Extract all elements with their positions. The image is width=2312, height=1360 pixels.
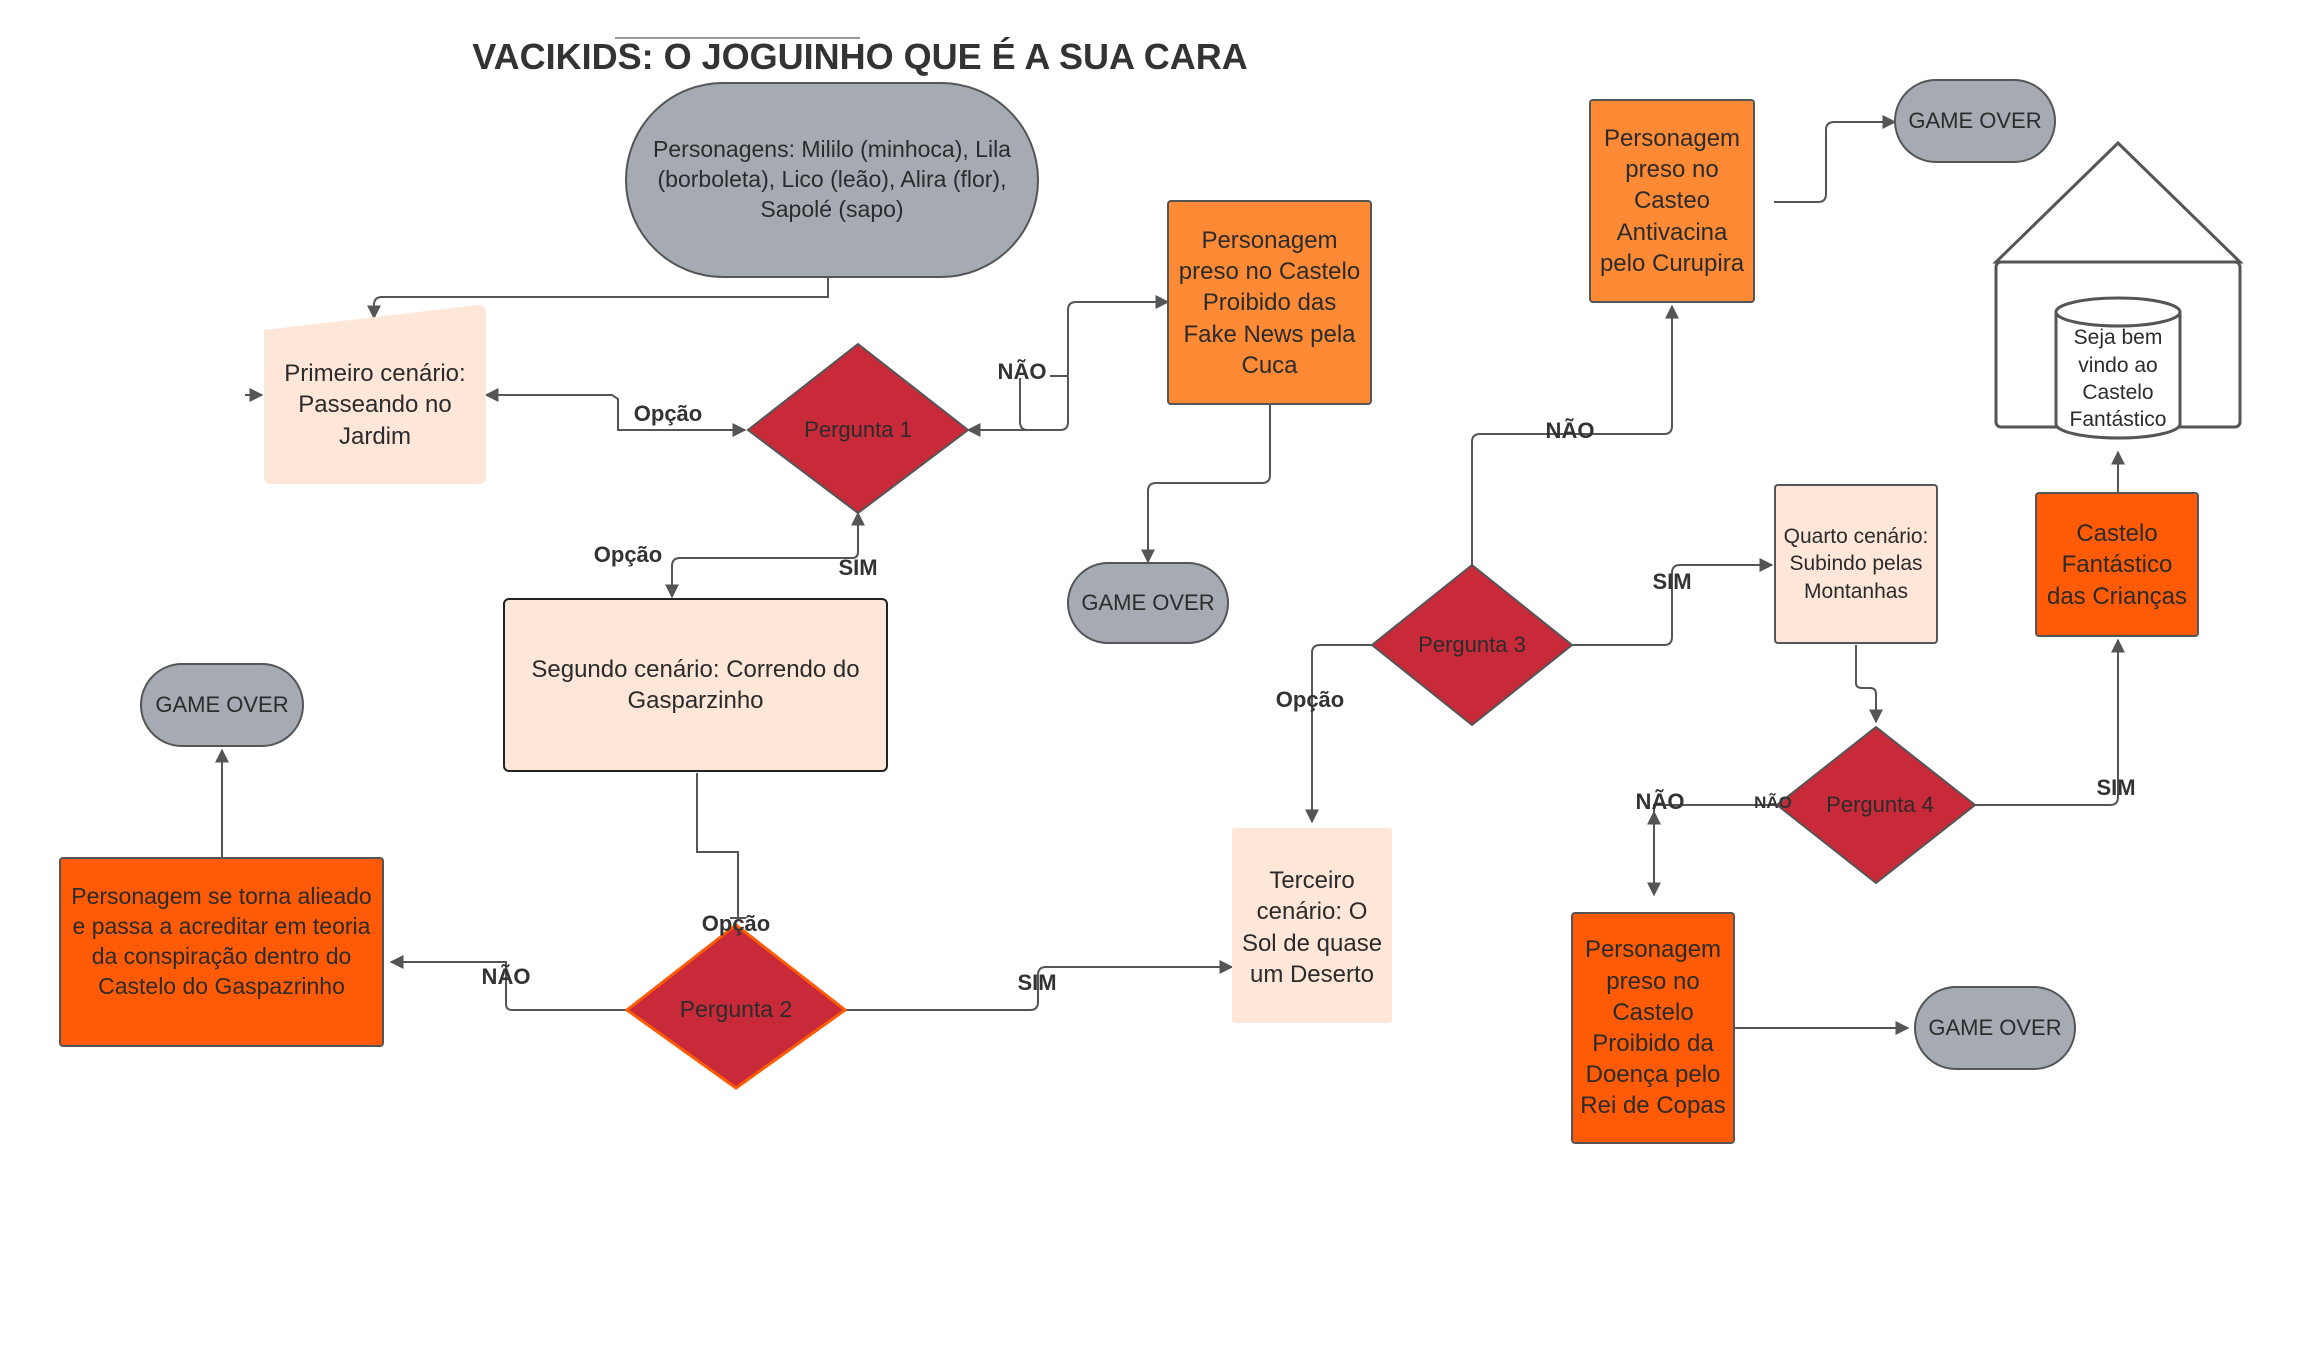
edge-pergunta1-cenario2	[665, 511, 865, 599]
antivacina-shape	[1589, 99, 1755, 303]
label-opcao-p1-down: Opção	[593, 542, 663, 567]
label-nao-p2: NÃO	[481, 964, 531, 989]
label-nao-p3: NÃO	[1545, 418, 1595, 443]
cenario3-text: Terceiro cenário: O Sol de quase um Dese…	[1241, 867, 1383, 988]
label-nao-p4: NÃO	[1635, 789, 1685, 814]
label-sim-p2: SIM	[1017, 970, 1057, 995]
edge-pergunta3-antivacina	[1471, 304, 1679, 565]
cenario2-text: Segundo cenário: Correndo do Gasparzinho	[531, 655, 860, 714]
pergunta2-text: Pergunta 2	[679, 996, 793, 1023]
personagens-shape	[625, 82, 1039, 278]
alienado-text: Personagem se torna alieado e passa a ac…	[71, 883, 372, 999]
pergunta3-text: Pergunta 3	[1418, 631, 1526, 657]
antivacina-text: Personagem preso no Casteo Antivacina pe…	[1599, 125, 1745, 277]
edge-cenario2-pergunta2	[696, 773, 739, 918]
castelo-text: Castelo Fantástico das Crianças	[2046, 520, 2188, 610]
pergunta4-text: Pergunta 4	[1826, 791, 1934, 817]
page-title: VACIKIDS: O JOGUINHO QUE É A SUA CARA	[472, 36, 1248, 77]
title-underline	[615, 37, 860, 39]
gameover2-text: GAME OVER	[155, 691, 289, 717]
doenca-text: Personagem preso no Castelo Proibido da …	[1580, 936, 1726, 1120]
cylinder-icon	[2054, 296, 2182, 440]
edge-personagens-cenario1	[367, 277, 829, 320]
edge-cenario1-pergunta1	[484, 388, 747, 437]
edge-pergunta2-alienado	[389, 955, 630, 1011]
cenario4-shape	[1774, 484, 1938, 644]
edge-pergunta2-cenario3	[845, 960, 1234, 1011]
personagens-text: Personagens: Mililo (minhoca), Lila (bor…	[653, 136, 1011, 222]
label-nao-p4-small: NÃO	[1754, 793, 1792, 812]
edge-pergunta4-castelo	[1975, 638, 2125, 806]
edge-pergunta1-fakenews	[966, 295, 1170, 437]
fakenews-shape	[1167, 200, 1372, 405]
cenario4-text: Quarto cenário: Subindo pelas Montanhas	[1783, 525, 1929, 603]
label-nao-p1: NÃO	[997, 359, 1047, 384]
cenario1-shape	[264, 305, 486, 484]
gameover1-text: GAME OVER	[1081, 589, 1215, 615]
gameover1-shape	[1067, 562, 1229, 644]
cenario1-text: Primeiro cenário: Passeando no Jardim	[284, 360, 466, 450]
gameover4-text: GAME OVER	[1928, 1014, 2062, 1040]
pergunta4-shape	[1775, 725, 1977, 885]
pergunta2-shape	[624, 923, 848, 1090]
edge-pergunta3-cenario4	[1572, 558, 1774, 646]
doenca-shape	[1571, 912, 1735, 1144]
fakenews-text: Personagem preso no Castelo Proibido das…	[1178, 227, 1361, 379]
label-opcao-p3: Opção	[1275, 687, 1345, 712]
edge-pergunta1-nao-stub2	[1019, 378, 1029, 431]
label-sim-p3: SIM	[1652, 569, 1692, 594]
pergunta1-text: Pergunta 1	[804, 416, 912, 442]
cenario2-shape	[503, 598, 888, 772]
label-opcao-p2: Opção	[701, 911, 771, 936]
pergunta3-shape	[1370, 563, 1574, 727]
gameover3-text: GAME OVER	[1908, 107, 2042, 133]
edge-cenario4-pergunta4	[1855, 645, 1883, 724]
label-sim-p4: SIM	[2096, 775, 2136, 800]
label-opcao-p1: Opção	[633, 401, 703, 426]
edge-antivacina-gameover3	[1774, 115, 1897, 203]
castelo-shape	[2035, 492, 2199, 637]
gameover3-shape	[1894, 79, 2056, 163]
gameover4-shape	[1914, 986, 2076, 1070]
cenario3-shape	[1232, 828, 1392, 1023]
pergunta1-shape	[746, 342, 970, 515]
alienado-shape	[59, 857, 384, 1047]
edge-fakenews-gameover1	[1141, 405, 1271, 564]
gameover2-shape	[140, 663, 304, 747]
label-sim-p1: SIM	[838, 555, 878, 580]
edge-pergunta4-doenca	[1647, 804, 1775, 897]
edge-pergunta3-cenario3	[1305, 644, 1375, 824]
bemvindo-text: Seja bem vindo ao Castelo Fantástico	[2069, 326, 2167, 432]
